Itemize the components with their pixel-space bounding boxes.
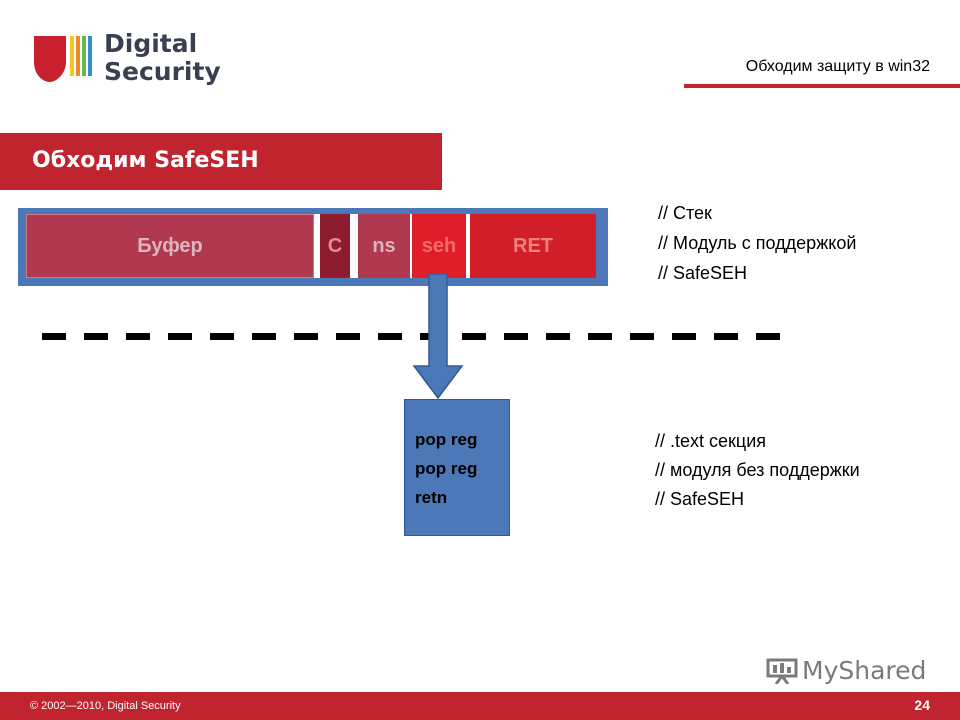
- code-line-2: pop reg: [415, 459, 478, 478]
- footer-bar: [0, 692, 960, 720]
- stack-comment-2: // Модуль с поддержкой: [658, 233, 857, 253]
- stack-separator: [467, 214, 469, 278]
- stack-comment-1: // Стек: [658, 203, 712, 223]
- footer-copyright: © 2002—2010, Digital Security: [30, 700, 181, 712]
- digital-security-logo: Digital Security: [32, 28, 222, 92]
- stack-cell-ret: RET: [470, 214, 596, 278]
- code-comment-3: // SafeSEH: [655, 489, 745, 509]
- section-title: Обходим SafeSEH: [32, 148, 259, 173]
- stack-cell-buffer: Буфер: [26, 214, 314, 278]
- logo-line-1: Digital: [104, 29, 198, 58]
- down-arrow-icon: [412, 274, 464, 400]
- header-divider: [684, 84, 960, 88]
- myshared-watermark: MyShared: [766, 656, 926, 686]
- shield-logo-icon: [34, 36, 92, 82]
- stack-cell-c: C: [320, 214, 350, 278]
- header-title: Обходим защиту в win32: [745, 58, 930, 75]
- stack-cell-ns: ns: [358, 214, 410, 278]
- code-line-1: pop reg: [415, 430, 478, 449]
- gadget-code-box: pop reg pop reg retn: [404, 399, 510, 536]
- stack-separator: [352, 214, 354, 278]
- presentation-board-icon: [766, 658, 798, 684]
- logo-line-2: Security: [104, 57, 221, 86]
- myshared-text: MyShared: [802, 656, 927, 685]
- stack-frame: Буфер C ns seh RET: [18, 208, 608, 286]
- code-comment-1: // .text секция: [655, 431, 767, 451]
- code-comment-2: // модуля без поддержки: [655, 460, 860, 480]
- stack-comment-3: // SafeSEH: [658, 263, 748, 283]
- logo-wordmark: Digital Security: [104, 30, 221, 86]
- page-number: 24: [914, 697, 930, 713]
- code-line-3: retn: [415, 488, 448, 507]
- stack-cell-seh: seh: [412, 214, 466, 278]
- stack-separator: [316, 214, 318, 278]
- section-title-band: [0, 133, 442, 190]
